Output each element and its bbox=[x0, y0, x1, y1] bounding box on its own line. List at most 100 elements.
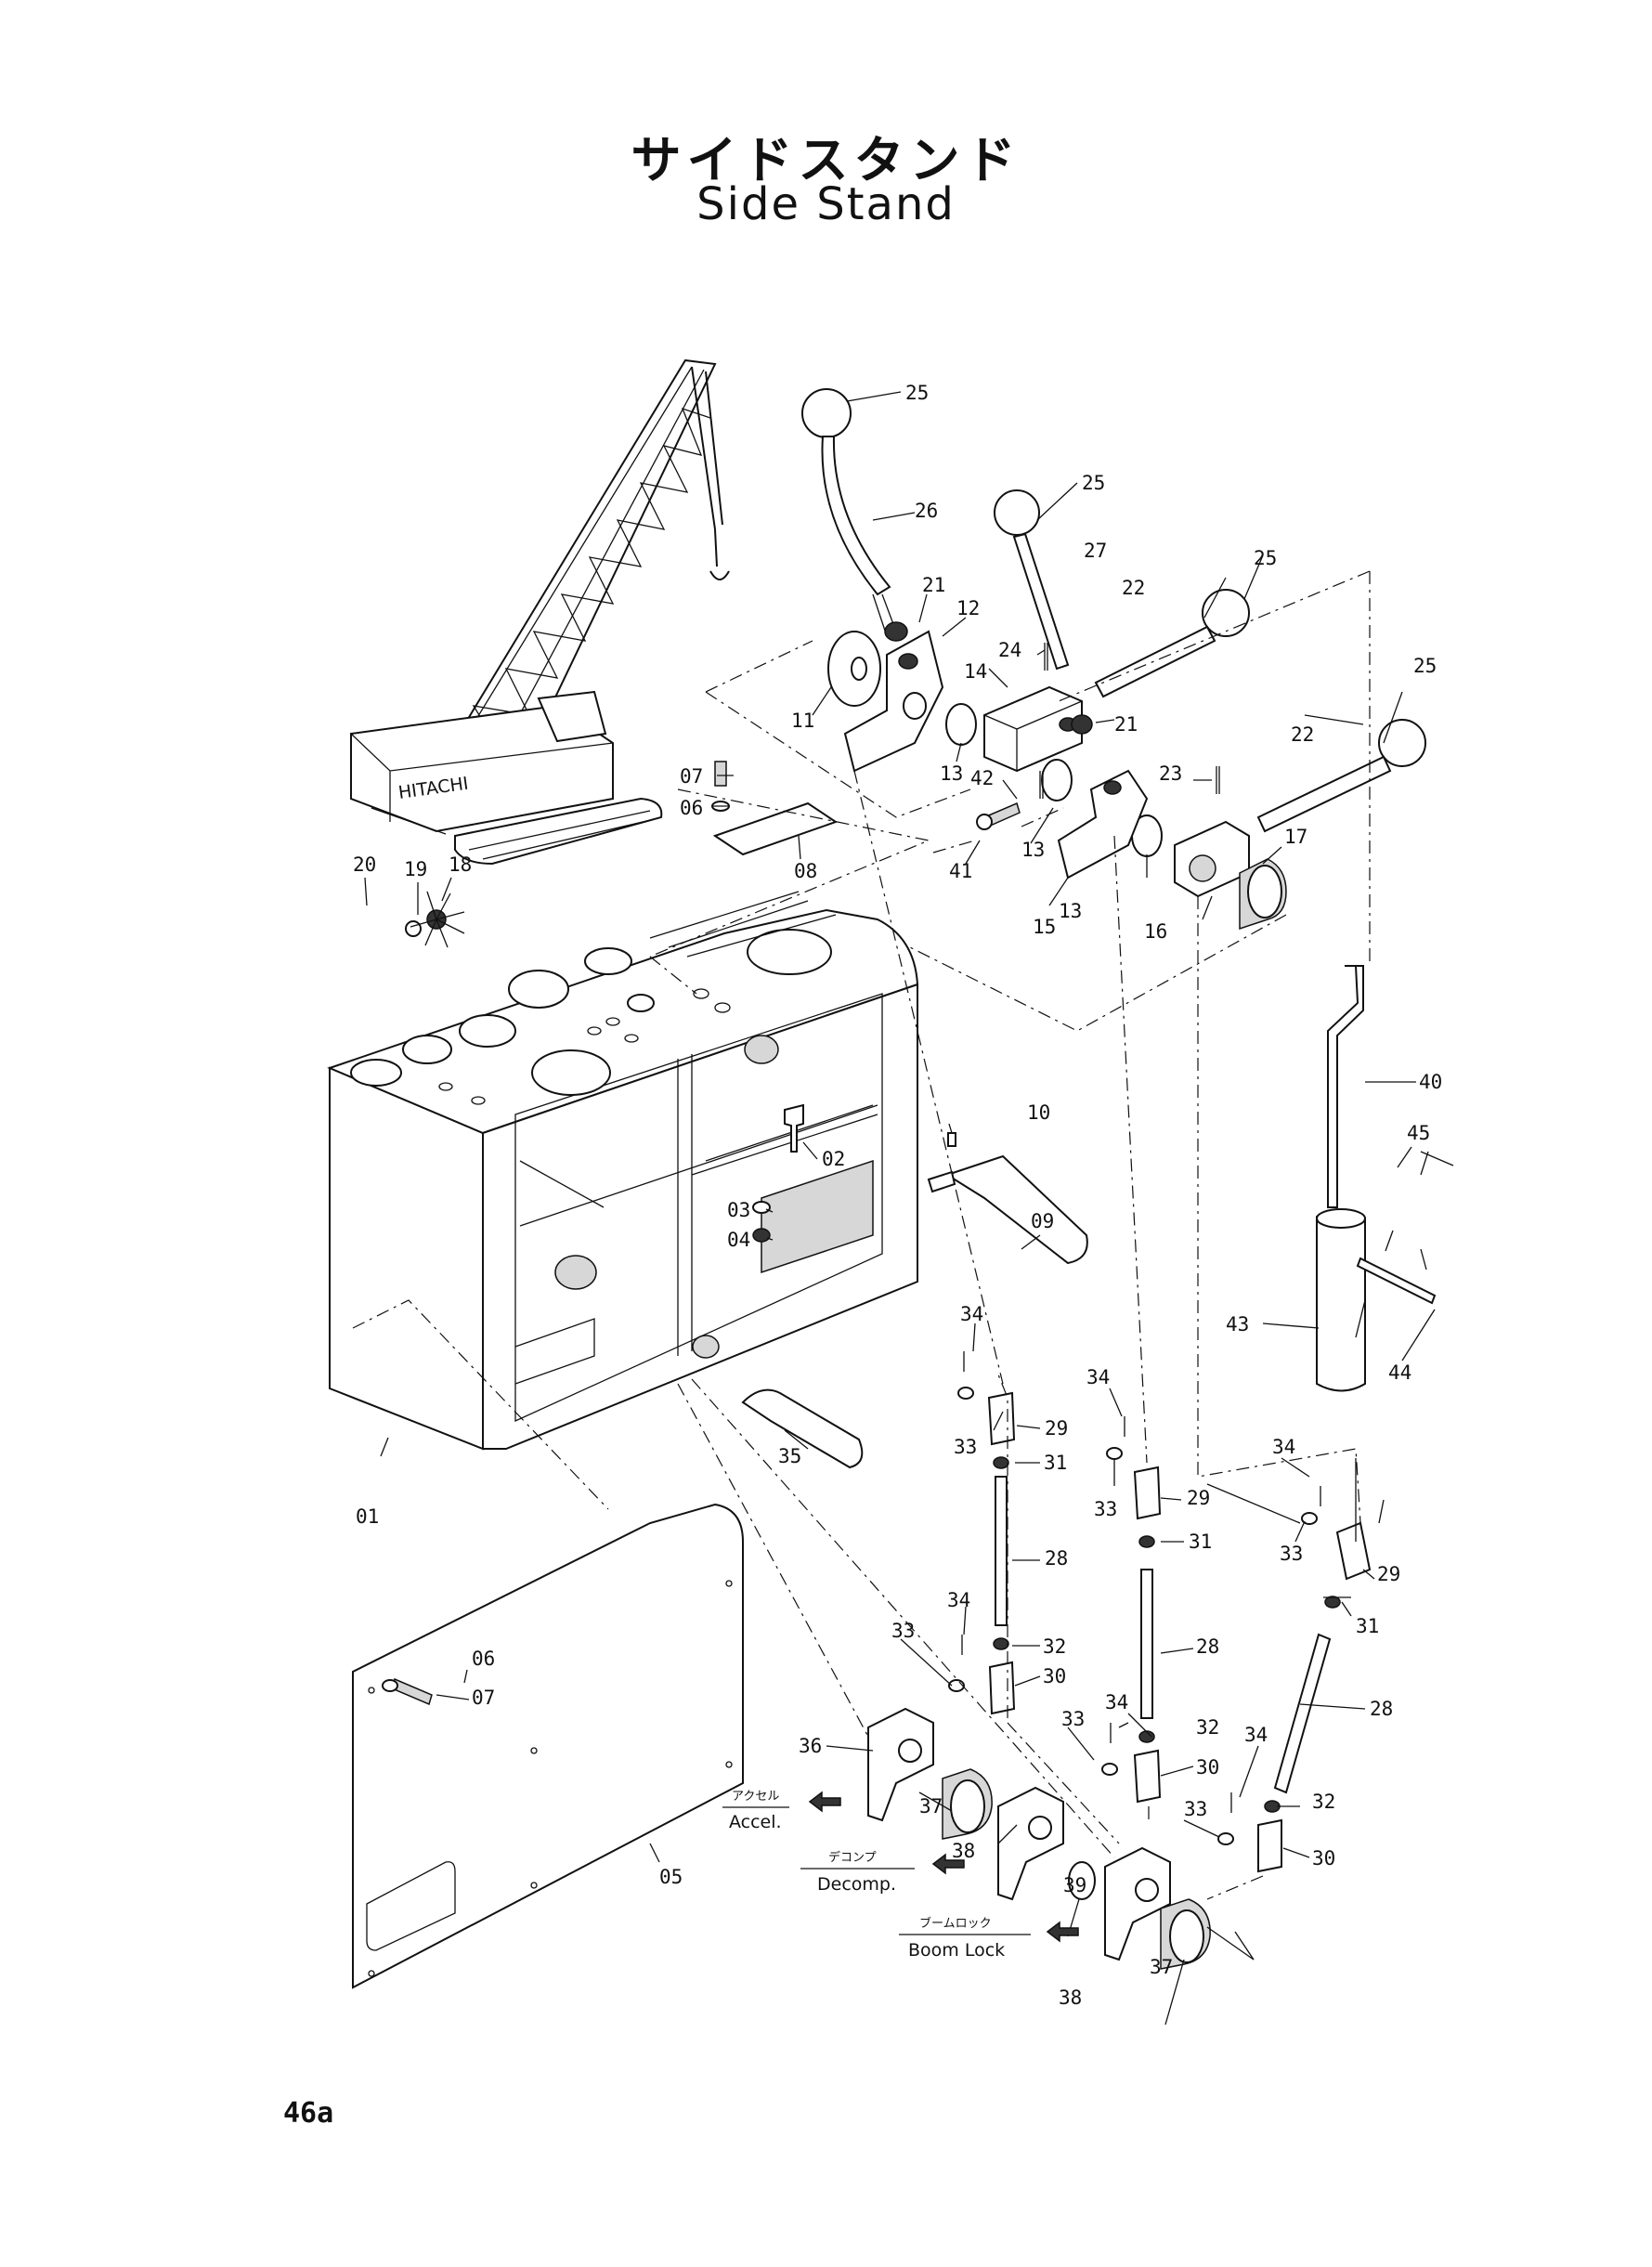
part-label: 04 bbox=[727, 1229, 750, 1251]
part-label: 27 bbox=[1084, 540, 1107, 562]
part-label: 31 bbox=[1189, 1531, 1212, 1553]
svg-text:アクセル: アクセル bbox=[732, 1790, 779, 1804]
crane-illustration: HITACHI bbox=[350, 358, 730, 866]
link-rods bbox=[948, 1351, 1372, 1873]
part-label: 19 bbox=[404, 858, 427, 880]
part-label: 02 bbox=[822, 1148, 845, 1170]
svg-text:Accel.: Accel. bbox=[729, 1812, 782, 1832]
part-label: 29 bbox=[1045, 1417, 1068, 1440]
part-label: 13 bbox=[940, 762, 963, 785]
part-label: 37 bbox=[919, 1795, 943, 1818]
cover-plate bbox=[382, 761, 839, 1706]
part-label: 33 bbox=[1280, 1543, 1303, 1565]
part-label: 31 bbox=[1044, 1452, 1067, 1474]
part-label: 29 bbox=[1377, 1563, 1400, 1585]
part-label: 28 bbox=[1196, 1635, 1219, 1658]
part-label: 42 bbox=[970, 767, 994, 789]
part-label: 38 bbox=[952, 1840, 975, 1862]
part-label: 34 bbox=[1086, 1366, 1110, 1388]
part-label: 11 bbox=[791, 710, 814, 732]
svg-text:Boom Lock: Boom Lock bbox=[908, 1940, 1005, 1961]
part-label: 15 bbox=[1033, 916, 1056, 938]
lock-assembly bbox=[1316, 965, 1437, 1392]
part-labels: 25 26 25 27 25 22 25 22 21 12 24 14 21 1… bbox=[353, 382, 1442, 2009]
part-label: 10 bbox=[1027, 1101, 1050, 1124]
part-label: 34 bbox=[1244, 1724, 1268, 1746]
part-label: 43 bbox=[1226, 1313, 1249, 1335]
arrow-left-icon bbox=[931, 1853, 965, 1875]
page-title-japanese: サイドスタンド bbox=[631, 131, 1021, 189]
control-labels: アクセル Accel. デコンプ Decomp. ブームロック Boom Loc… bbox=[722, 1790, 1079, 1961]
part-label: 30 bbox=[1196, 1756, 1219, 1778]
part-label: 39 bbox=[1063, 1874, 1086, 1896]
boom-lock-label: ブームロック Boom Lock bbox=[899, 1916, 1079, 1961]
side-panel bbox=[352, 1503, 744, 1989]
part-label: 44 bbox=[1388, 1362, 1411, 1384]
part-label: 25 bbox=[1254, 547, 1277, 569]
part-label: 36 bbox=[799, 1735, 822, 1757]
part-label: 05 bbox=[659, 1866, 683, 1888]
part-label: 40 bbox=[1419, 1071, 1442, 1093]
part-label: 34 bbox=[1105, 1691, 1128, 1713]
part-label: 22 bbox=[1122, 577, 1145, 599]
part-label: 08 bbox=[794, 860, 817, 882]
part-label: 21 bbox=[922, 574, 945, 596]
part-label: 06 bbox=[472, 1648, 495, 1670]
part-label: 13 bbox=[1021, 839, 1045, 861]
part-label: 21 bbox=[1114, 713, 1138, 736]
part-label: 06 bbox=[680, 797, 703, 819]
lever-assembly bbox=[801, 388, 1426, 931]
part-label: 35 bbox=[778, 1445, 801, 1467]
part-label: 32 bbox=[1043, 1635, 1066, 1658]
assembly-lines bbox=[352, 570, 1371, 1900]
part-label: 18 bbox=[449, 853, 472, 876]
part-label: 12 bbox=[956, 597, 980, 619]
frame-box bbox=[327, 891, 919, 1451]
part-label: 07 bbox=[472, 1687, 495, 1709]
part-label: 14 bbox=[964, 660, 987, 683]
part-label: 34 bbox=[960, 1303, 983, 1325]
svg-text:Decomp.: Decomp. bbox=[817, 1874, 896, 1895]
part-label: 16 bbox=[1144, 920, 1167, 943]
svg-text:ブームロック: ブームロック bbox=[919, 1916, 992, 1931]
part-label: 23 bbox=[1159, 762, 1182, 785]
part-label: 30 bbox=[1043, 1665, 1066, 1687]
part-label: 17 bbox=[1284, 826, 1307, 848]
part-label: 33 bbox=[954, 1436, 977, 1458]
part-label: 34 bbox=[1272, 1436, 1295, 1458]
part-label: 07 bbox=[680, 765, 703, 788]
part-label: 25 bbox=[905, 382, 929, 404]
page-number: 46a bbox=[283, 2097, 334, 2130]
part-label: 25 bbox=[1413, 655, 1437, 677]
decomp-label: デコンプ Decomp. bbox=[800, 1850, 965, 1895]
control-brackets bbox=[867, 1707, 1211, 1970]
part-label: 28 bbox=[1045, 1547, 1068, 1570]
part-label: 41 bbox=[949, 860, 972, 882]
part-label: 33 bbox=[1061, 1708, 1085, 1730]
part-label: 22 bbox=[1291, 723, 1314, 746]
part-label: 01 bbox=[356, 1505, 379, 1528]
part-label: 34 bbox=[947, 1589, 970, 1611]
part-label: 32 bbox=[1196, 1716, 1219, 1739]
part-label: 24 bbox=[998, 639, 1021, 661]
part-label: 25 bbox=[1082, 472, 1105, 494]
part-label: 30 bbox=[1312, 1847, 1335, 1870]
accel-label: アクセル Accel. bbox=[722, 1790, 841, 1832]
page-title: Side Stand bbox=[696, 178, 956, 230]
part-label: 33 bbox=[1094, 1498, 1117, 1520]
fan-assembly bbox=[405, 891, 465, 948]
part-label: 29 bbox=[1187, 1487, 1210, 1509]
part-label: 09 bbox=[1031, 1210, 1054, 1232]
svg-text:デコンプ: デコンプ bbox=[828, 1850, 877, 1865]
arrow-left-icon bbox=[808, 1791, 841, 1813]
part-label: 33 bbox=[891, 1620, 915, 1642]
leader-lines bbox=[364, 391, 1454, 2026]
part-label: 32 bbox=[1312, 1791, 1335, 1813]
part-label: 31 bbox=[1356, 1615, 1379, 1637]
part-label: 26 bbox=[915, 500, 938, 522]
part-label: 13 bbox=[1059, 900, 1082, 922]
part-label: 28 bbox=[1370, 1698, 1393, 1720]
part-label: 37 bbox=[1150, 1956, 1173, 1978]
part-label: 20 bbox=[353, 853, 376, 876]
